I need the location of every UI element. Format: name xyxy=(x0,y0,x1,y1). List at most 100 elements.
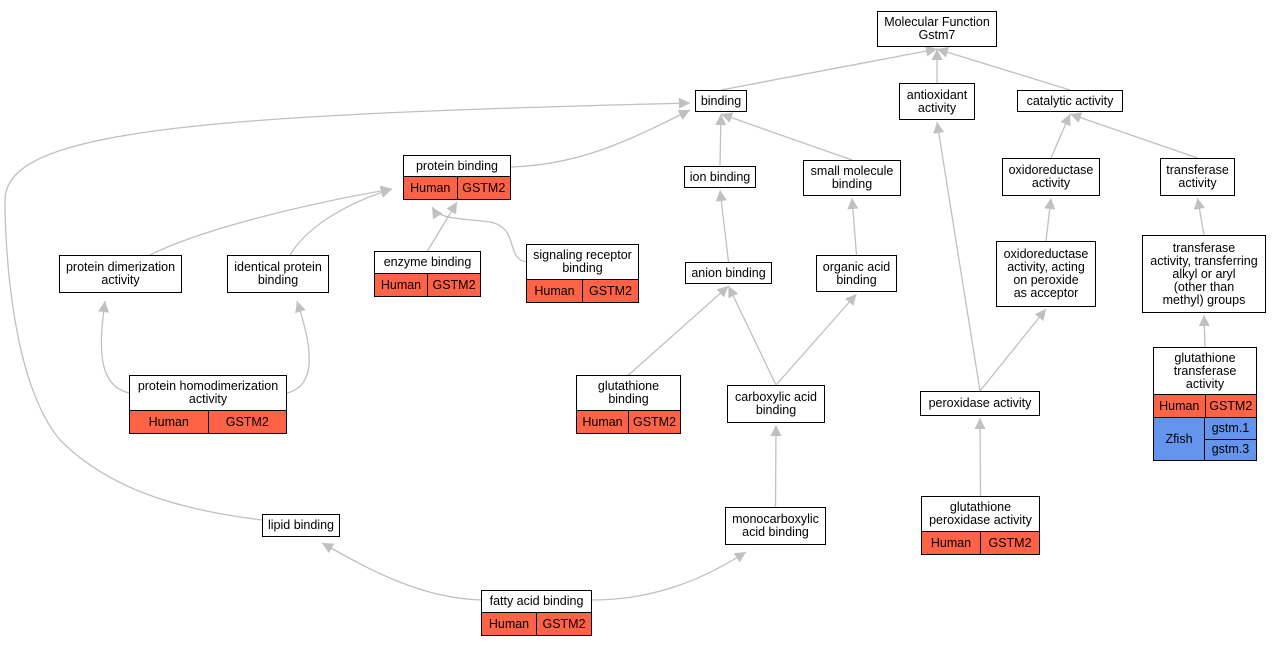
gene-name: GSTM2 xyxy=(628,411,680,433)
edge-peroxidase-to-oxidoreductase_peroxide xyxy=(979,308,1047,392)
gene-name: GSTM2 xyxy=(536,613,591,635)
node-label: monocarboxylic acid binding xyxy=(732,512,819,539)
arrowhead-peroxidase-to-oxidoreductase_peroxide xyxy=(1034,309,1046,322)
arrowhead-oxidoreductase_peroxide-to-oxidoreductase xyxy=(1044,198,1056,210)
zebrafish-ortholog-row: Zfish gstm.1 gstm.3 xyxy=(1154,417,1256,460)
ortholog-row: Human GSTM2 xyxy=(1154,394,1256,417)
node-small-molecule-binding[interactable]: small molecule binding xyxy=(803,160,901,196)
node-label: signaling receptor binding xyxy=(533,248,632,275)
node-oxidoreductase-on-peroxide[interactable]: oxidoreductase activity, acting on perox… xyxy=(996,241,1096,307)
arrowhead-protein_homodimerization-to-protein_dimerization xyxy=(98,301,110,313)
node-label: catalytic activity xyxy=(1026,93,1114,108)
arrowhead-fatty_acid-to-monocarboxylic xyxy=(733,552,746,563)
gene-name: gstm.1 xyxy=(1205,418,1256,439)
node-label: binding xyxy=(700,93,742,108)
node-label: peroxidase activity xyxy=(928,396,1032,410)
gene-name: GSTM2 xyxy=(207,411,286,433)
edge-monocarboxylic-to-carboxylic_acid xyxy=(774,424,777,508)
arrowhead-binding-to-mf xyxy=(925,45,937,57)
ortholog-row: Human GSTM2 xyxy=(577,410,680,433)
arrowhead-glutathione_binding-to-anion_binding xyxy=(716,286,729,298)
edge-protein_dimerization-to-protein_binding xyxy=(149,188,393,256)
arrowhead-enzyme_binding-to-protein_binding xyxy=(446,202,457,215)
species-human: Human xyxy=(130,411,208,433)
edge-protein_homodimerization-to-identical_protein xyxy=(286,300,310,394)
node-glutathione-peroxidase-activity[interactable]: glutathione peroxidase activity Human GS… xyxy=(921,496,1040,555)
node-fatty-acid-binding[interactable]: fatty acid binding Human GSTM2 xyxy=(481,590,592,636)
ortholog-row: Human GSTM2 xyxy=(922,531,1039,554)
node-label: protein binding xyxy=(415,158,498,173)
node-ion-binding[interactable]: ion binding xyxy=(684,166,756,188)
node-binding[interactable]: binding xyxy=(695,90,747,112)
node-label: Molecular Function Gstm7 xyxy=(884,15,990,42)
edge-carboxylic_acid-to-organic_acid xyxy=(775,293,857,386)
node-label: protein homodimerization activity xyxy=(137,379,279,406)
gene-name: GSTM2 xyxy=(582,280,638,302)
node-label: ion binding xyxy=(689,169,751,184)
node-carboxylic-acid-binding[interactable]: carboxylic acid binding xyxy=(727,385,825,423)
node-protein-dimerization-activity[interactable]: protein dimerization activity xyxy=(59,255,182,293)
edge-carboxylic_acid-to-anion_binding xyxy=(727,285,777,386)
edge-peroxidase-to-antioxidant xyxy=(936,121,981,392)
ortholog-row: Human GSTM2 xyxy=(404,176,510,199)
gene-name: GSTM2 xyxy=(456,177,510,199)
node-label: transferase activity, transferring alkyl… xyxy=(1150,240,1258,307)
node-organic-acid-binding[interactable]: organic acid binding xyxy=(816,255,897,292)
edge-glutathione_binding-to-anion_binding xyxy=(628,285,729,376)
node-label: oxidoreductase activity xyxy=(1008,163,1094,190)
arrowhead-glutathione_peroxidase-to-peroxidase xyxy=(974,418,986,430)
arrowhead-protein_homodimerization-to-identical_protein xyxy=(295,301,306,314)
edge-identical_protein-to-protein_binding xyxy=(289,188,393,256)
node-protein-binding[interactable]: protein binding Human GSTM2 xyxy=(403,155,511,200)
node-glutathione-binding[interactable]: glutathione binding Human GSTM2 xyxy=(576,375,681,434)
edge-fatty_acid-to-lipid_binding xyxy=(321,542,482,601)
arrowhead-glutathione_transferase-to-transferase_alkyl xyxy=(1198,315,1210,327)
gene-list: gstm.1 gstm.3 xyxy=(1205,418,1256,460)
arrowhead-fatty_acid-to-lipid_binding xyxy=(322,543,335,554)
edge-binding-to-mf xyxy=(720,48,938,91)
node-enzyme-binding[interactable]: enzyme binding Human GSTM2 xyxy=(374,251,481,297)
node-catalytic-activity[interactable]: catalytic activity xyxy=(1017,90,1123,112)
ortholog-row: Human GSTM2 xyxy=(527,279,638,302)
node-peroxidase-activity[interactable]: peroxidase activity xyxy=(920,391,1040,416)
node-monocarboxylic-acid-binding[interactable]: monocarboxylic acid binding xyxy=(725,507,826,545)
arrowhead-ion_binding-to-binding xyxy=(715,114,727,126)
species-human: Human xyxy=(1154,395,1205,417)
gene-name: gstm.3 xyxy=(1205,438,1256,460)
node-label: carboxylic acid binding xyxy=(735,390,817,417)
node-transferase-activity[interactable]: transferase activity xyxy=(1160,158,1235,196)
edge-protein_binding-to-binding xyxy=(510,109,691,168)
node-label: lipid binding xyxy=(267,518,335,532)
node-identical-protein-binding[interactable]: identical protein binding xyxy=(227,255,329,293)
arrowhead-protein_binding-to-binding xyxy=(677,110,690,120)
arrowhead-transferase-to-catalytic xyxy=(1070,112,1083,123)
node-anion-binding[interactable]: anion binding xyxy=(685,262,772,284)
node-protein-homodimerization-activity[interactable]: protein homodimerization activity Human … xyxy=(129,375,287,434)
node-glutathione-transferase-activity[interactable]: glutathione transferase activity Human G… xyxy=(1153,347,1257,461)
node-label: identical protein binding xyxy=(234,260,322,287)
node-label: protein dimerization activity xyxy=(65,260,176,287)
ortholog-row: Human GSTM2 xyxy=(375,273,480,296)
node-transferase-alkyl-aryl[interactable]: transferase activity, transferring alkyl… xyxy=(1142,235,1266,313)
species-human: Human xyxy=(375,274,427,296)
gene-name: GSTM2 xyxy=(1204,395,1256,417)
node-molecular-function[interactable]: Molecular Function Gstm7 xyxy=(877,11,997,47)
node-antioxidant-activity[interactable]: antioxidant activity xyxy=(899,83,975,120)
node-signaling-receptor-binding[interactable]: signaling receptor binding Human GSTM2 xyxy=(526,244,639,303)
arrowhead-oxidoreductase-to-catalytic xyxy=(1060,114,1071,127)
node-lipid-binding[interactable]: lipid binding xyxy=(262,514,340,537)
species-human: Human xyxy=(577,411,628,433)
species-human: Human xyxy=(527,280,582,302)
arrowhead-antioxidant-to-mf xyxy=(931,49,943,60)
node-oxidoreductase-activity[interactable]: oxidoreductase activity xyxy=(1002,158,1100,196)
gene-name: GSTM2 xyxy=(427,274,480,296)
node-label: antioxidant activity xyxy=(906,87,968,115)
node-label: transferase activity xyxy=(1166,163,1229,190)
edge-anion_binding-to-ion_binding xyxy=(719,189,730,263)
node-label: oxidoreductase activity, acting on perox… xyxy=(1003,247,1089,300)
arrowhead-identical_protein-to-protein_binding xyxy=(379,186,392,198)
ortholog-row: Human GSTM2 xyxy=(130,410,286,433)
arrowhead-signaling_receptor-to-protein_binding xyxy=(432,207,443,220)
